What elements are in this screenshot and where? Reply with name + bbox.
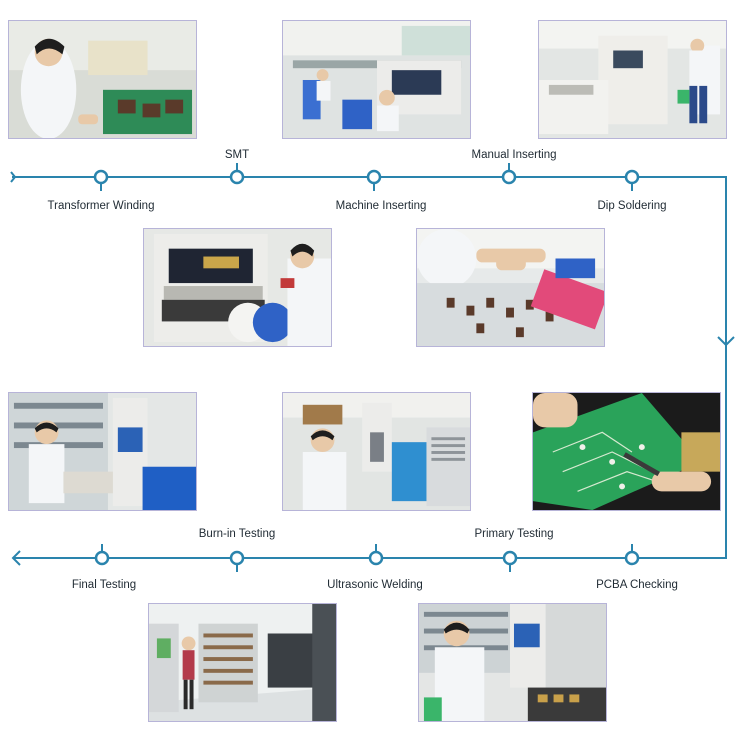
- photo-manual-inserting: [416, 228, 605, 347]
- step-label-manual-inserting: Manual Inserting: [471, 149, 557, 161]
- step-label-final-testing: Final Testing: [71, 579, 137, 591]
- step-label-transformer-winding: Transformer Winding: [47, 200, 155, 212]
- timeline-start-chevron: [10, 171, 17, 183]
- bottom-step-node-0: [94, 550, 110, 566]
- bottom-step-node-3: [502, 550, 518, 566]
- step-label-pcba-checking: PCBA Checking: [596, 579, 678, 591]
- step-label-dip-soldering: Dip Soldering: [597, 200, 667, 212]
- top-step-node-2: [366, 169, 382, 185]
- timeline-down-chevron: [717, 336, 735, 347]
- photo-pcba-checking: [532, 392, 721, 511]
- photo-burn-in-testing: [148, 603, 337, 722]
- photo-transformer-winding: [8, 20, 197, 139]
- step-label-primary-testing: Primary Testing: [474, 528, 554, 540]
- photo-primary-testing: [418, 603, 607, 722]
- top-step-node-4: [624, 169, 640, 185]
- timeline-end-chevron: [11, 550, 21, 566]
- photo-dip-soldering: [538, 20, 727, 139]
- step-label-ultrasonic-welding: Ultrasonic Welding: [327, 579, 423, 591]
- top-step-node-3: [501, 169, 517, 185]
- step-label-smt: SMT: [224, 149, 250, 161]
- timeline-path: [12, 176, 727, 559]
- photo-final-testing: [8, 392, 197, 511]
- photo-machine-inserting: [143, 228, 332, 347]
- step-label-burn-in-testing: Burn-in Testing: [198, 528, 276, 540]
- bottom-step-node-1: [229, 550, 245, 566]
- step-label-machine-inserting: Machine Inserting: [335, 200, 427, 212]
- photo-ultrasonic-welding: [282, 392, 471, 511]
- bottom-step-node-2: [368, 550, 384, 566]
- photo-smt: [282, 20, 471, 139]
- top-step-node-0: [93, 169, 109, 185]
- top-step-node-1: [229, 169, 245, 185]
- bottom-step-node-4: [624, 550, 640, 566]
